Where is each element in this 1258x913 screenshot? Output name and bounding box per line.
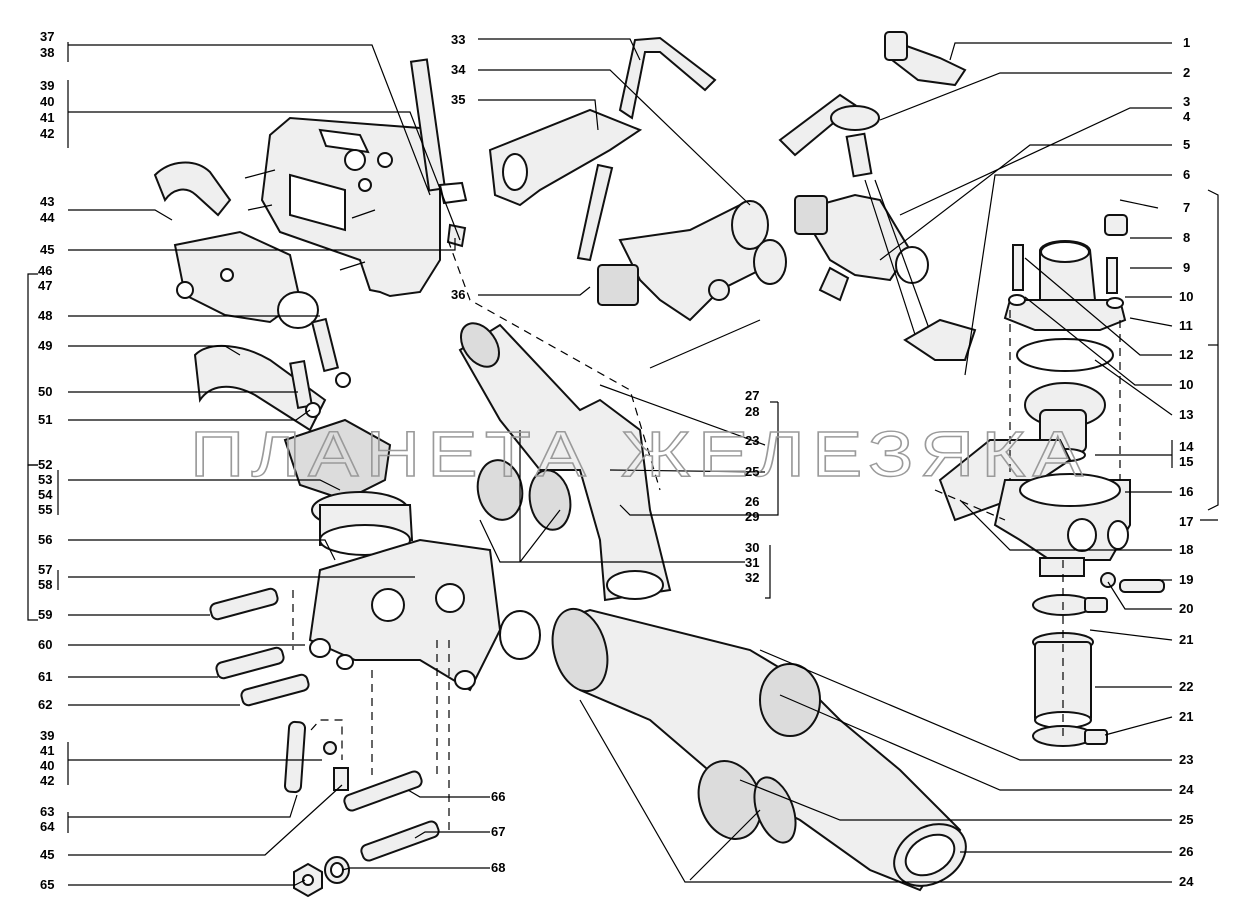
- callout: 25: [745, 464, 759, 479]
- callout: 25: [1179, 812, 1193, 827]
- callout: 61: [38, 669, 52, 684]
- callout: 40: [40, 94, 54, 109]
- callout: 23: [1179, 752, 1193, 767]
- bottom-callouts: 66 67 68: [491, 789, 505, 875]
- callout: 48: [38, 308, 52, 323]
- callout: 26: [745, 494, 759, 509]
- studs: [209, 587, 440, 862]
- callout: 55: [38, 502, 52, 517]
- callout: 33: [451, 32, 465, 47]
- callout: 30: [745, 540, 759, 555]
- callout: 26: [1179, 844, 1193, 859]
- callout: 38: [40, 45, 54, 60]
- callout: 59: [38, 607, 52, 622]
- callout: 57: [38, 562, 52, 577]
- callout: 7: [1183, 200, 1190, 215]
- callout: 24: [1179, 782, 1194, 797]
- callout: 11: [1179, 318, 1193, 333]
- callout: 51: [38, 412, 52, 427]
- callout: 23: [745, 433, 759, 448]
- callout: 42: [40, 126, 54, 141]
- callout: 10: [1179, 377, 1193, 392]
- top-callouts: 33 34 35 36: [451, 32, 466, 302]
- watermark: ПЛАНЕТА ЖЕЛЕЗЯКА: [190, 418, 1090, 490]
- callout: 52: [38, 457, 52, 472]
- callout: 24: [1179, 874, 1194, 889]
- callout: 50: [38, 384, 52, 399]
- callout: 4: [1183, 109, 1191, 124]
- tube-33: [618, 36, 717, 120]
- callout: 63: [40, 804, 54, 819]
- callout: 64: [40, 819, 55, 834]
- callout: 65: [40, 877, 54, 892]
- upper-outlet-pipe: [153, 161, 232, 217]
- callout: 41: [40, 743, 54, 758]
- callout: 21: [1179, 709, 1193, 724]
- callout: 47: [38, 278, 52, 293]
- callout: 31: [745, 555, 759, 570]
- callout: 9: [1183, 260, 1190, 275]
- bracket-35: [488, 108, 643, 207]
- leader-lines: [27, 38, 1219, 886]
- callout: 60: [38, 637, 52, 652]
- callout: 19: [1179, 572, 1193, 587]
- callout: 34: [451, 62, 466, 77]
- callout: 6: [1183, 167, 1190, 182]
- callout: 45: [40, 847, 54, 862]
- callout: 17: [1179, 514, 1193, 529]
- callout: 13: [1179, 407, 1193, 422]
- callout: 16: [1179, 484, 1193, 499]
- valve-34: [618, 203, 767, 322]
- callout: 67: [491, 824, 505, 839]
- callout: 42: [40, 773, 54, 788]
- callout: 20: [1179, 601, 1193, 616]
- callout: 27: [745, 388, 759, 403]
- callout: 32: [745, 570, 759, 585]
- small-pipe: [283, 720, 307, 794]
- callout: 3: [1183, 94, 1190, 109]
- center-hose: [458, 323, 672, 602]
- callout: 22: [1179, 679, 1193, 694]
- callout: 39: [40, 728, 54, 743]
- callout: 12: [1179, 347, 1193, 362]
- callout: 37: [40, 29, 54, 44]
- callout: 2: [1183, 65, 1190, 80]
- vent-tube: [409, 58, 447, 192]
- callout: 46: [38, 263, 52, 278]
- callout: 53: [38, 472, 52, 487]
- callout: 49: [38, 338, 52, 353]
- callout: 29: [745, 509, 759, 524]
- callout: 43: [40, 194, 54, 209]
- callout: 40: [40, 758, 54, 773]
- callout: 18: [1179, 542, 1193, 557]
- callout: 1: [1183, 35, 1190, 50]
- callout: 62: [38, 697, 52, 712]
- callout: 45: [40, 242, 54, 257]
- callout: 66: [491, 789, 505, 804]
- right-callouts: 1 2 3 4 5 6 7 8 9 10 11 12 10 13 14 15 1…: [1179, 35, 1194, 889]
- callout: 14: [1179, 439, 1194, 454]
- callout: 54: [38, 487, 53, 502]
- callout: 8: [1183, 230, 1190, 245]
- callout: 39: [40, 78, 54, 93]
- callout: 28: [745, 404, 759, 419]
- callout: 35: [451, 92, 465, 107]
- callout: 41: [40, 110, 54, 125]
- callout: 21: [1179, 632, 1193, 647]
- callout: 68: [491, 860, 505, 875]
- callout: 58: [38, 577, 52, 592]
- callout: 36: [451, 287, 465, 302]
- left-callouts: 37 38 39 40 41 42 43 44 45 46 47 48 49 5…: [38, 29, 55, 892]
- callout: 15: [1179, 454, 1193, 469]
- callout: 44: [40, 210, 55, 225]
- callout: 56: [38, 532, 52, 547]
- callout: 10: [1179, 289, 1193, 304]
- middle-callouts: 23 25 27 28 26 29 30 31 32: [745, 388, 759, 585]
- callout: 5: [1183, 137, 1190, 152]
